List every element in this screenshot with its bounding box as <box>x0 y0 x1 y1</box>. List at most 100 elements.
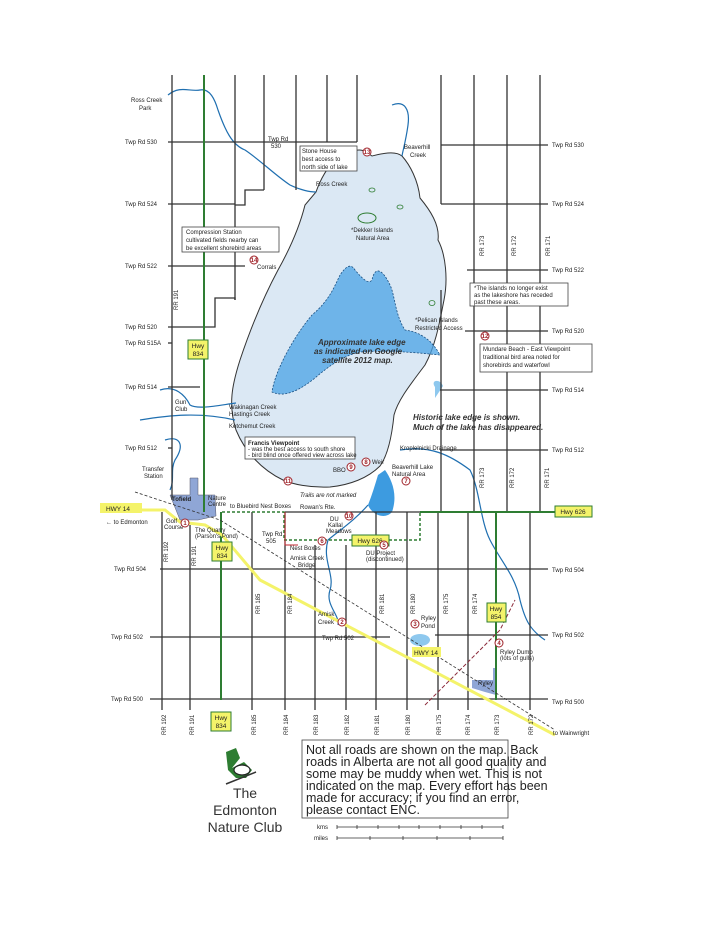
place-label: DU <box>330 517 339 523</box>
place-label: Course <box>164 525 184 531</box>
amisk-creek <box>325 504 369 626</box>
ketchemut-creek <box>139 414 236 421</box>
road-label: Twp Rd 522 <box>125 264 158 270</box>
place-label: BBO <box>333 468 346 474</box>
road-label: RR 171 <box>545 467 551 488</box>
road-label: RR 185 <box>256 593 262 614</box>
marker-12: 12 <box>480 331 490 341</box>
road-label: RR 191 <box>174 289 180 310</box>
place-label: past these areas. <box>474 300 520 306</box>
road-label: RR 171 <box>546 235 552 256</box>
svg-text:8: 8 <box>364 460 368 466</box>
road-label: RR 184 <box>288 593 294 614</box>
road-label: RR 180 <box>411 593 417 614</box>
road-label: Twp Rd 500 <box>111 697 144 703</box>
dekker-island <box>357 212 377 224</box>
stone-house-box <box>299 145 358 172</box>
place-label: Nature <box>208 496 227 502</box>
beaverhill-creek <box>391 103 410 157</box>
place-label: Hastings Creek <box>229 412 271 418</box>
road-label: RR 172 <box>529 714 535 735</box>
place-label: Corrals <box>257 265 276 271</box>
disclaimer-line: roads in Alberta are not all good qualit… <box>306 755 546 769</box>
road-label: RR 172 <box>512 235 518 256</box>
pond <box>368 470 395 516</box>
road-label: Twp Rd 530 <box>552 143 585 149</box>
marker-3: 3 <box>410 619 420 629</box>
place-label: ← to Edmonton <box>106 520 148 526</box>
place-label: Ryley Dump <box>500 650 533 656</box>
svg-text:12: 12 <box>482 334 489 340</box>
road-label: RR 180 <box>406 714 412 735</box>
hwy-label: Hwy <box>216 545 229 552</box>
place-label: Ryley <box>478 681 493 687</box>
hwy-label: Hwy <box>490 606 503 613</box>
place-label: *The islands no longer exist <box>474 286 548 292</box>
svg-text:13: 13 <box>364 150 371 156</box>
svg-text:9: 9 <box>349 465 353 471</box>
marker-10: 10 <box>344 511 354 521</box>
ryley-pond <box>410 634 430 646</box>
road-label: Twp Rd 514 <box>552 388 585 394</box>
club-name: The <box>233 785 257 801</box>
place-label: Compression Station <box>186 230 242 236</box>
road-label: RR 182 <box>345 714 351 735</box>
marker-4: 4 <box>494 638 504 648</box>
place-label: shorebirds and waterfowl <box>483 363 550 369</box>
svg-text:4: 4 <box>497 641 501 647</box>
disclaimer-text: Not all roads are shown on the map. Back… <box>306 743 548 817</box>
place-label: Natural Area <box>356 236 390 242</box>
road-label: Twp Rd 504 <box>114 567 147 573</box>
svg-text:5: 5 <box>382 543 386 549</box>
road-label: RR 192 <box>164 541 170 562</box>
hwy-label: 834 <box>216 723 227 730</box>
road-label: Twp Rd 502 <box>552 633 585 639</box>
island <box>396 204 404 210</box>
place-labels: Ross Creek Park Twp Rd 530 Stone House b… <box>106 98 589 737</box>
island <box>368 187 376 193</box>
place-label: cultivated fields nearby can <box>186 238 258 244</box>
road-label: Twp Rd 500 <box>552 700 585 706</box>
road-grid <box>150 75 548 710</box>
place-label: Ross Creek <box>316 182 348 188</box>
place-label: 505 <box>266 539 277 545</box>
marker-1: 1 <box>180 518 190 528</box>
hwy-label: Hwy <box>215 715 228 722</box>
place-label: 530 <box>271 144 282 150</box>
road-label: Twp Rd 515A <box>125 341 161 347</box>
club-name: Nature Club <box>208 819 283 835</box>
road-label: RR 174 <box>473 593 479 614</box>
road-label: RR 181 <box>375 714 381 735</box>
road-label: Twp Rd 514 <box>125 385 158 391</box>
range-road-labels-mid: RR 185 RR 184 RR 181 RR 180 RR 175 RR 17… <box>256 593 479 614</box>
place-label: to Wainwright <box>553 731 589 737</box>
club-logo-bird-icon <box>225 748 257 785</box>
road-label: RR 183 <box>314 714 320 735</box>
hwy-626-shield-mid: Hwy 626 <box>351 534 390 547</box>
pipeline <box>424 599 516 706</box>
disclaimer-line: made for accuracy; if you find an error, <box>306 791 519 805</box>
marker-5: 5 <box>379 540 389 550</box>
road-label: RR 173 <box>480 235 486 256</box>
place-label: Wakinagan Creek <box>229 405 277 411</box>
right-road-labels: Twp Rd 530 Twp Rd 524 Twp Rd 522 Twp Rd … <box>552 143 585 706</box>
road-label: Twp Rd 522 <box>552 268 585 274</box>
hwy-14 <box>100 508 556 737</box>
marker-9: 9 <box>346 462 356 472</box>
lake-edge-note: as indicated on Google <box>314 347 403 356</box>
hwy-label: 834 <box>193 351 204 358</box>
scale-kms-label: kms <box>317 825 328 831</box>
place-label: Creek <box>410 153 427 159</box>
place-label: Ketchemut Creek <box>229 424 276 430</box>
svg-text:3: 3 <box>413 622 417 628</box>
svg-text:7: 7 <box>404 479 408 485</box>
road-label: Twp Rd 520 <box>552 329 585 335</box>
place-label: Amisk <box>318 612 335 618</box>
place-label: be excellent shorebird areas <box>186 246 261 252</box>
hwy-label: Hwy 626 <box>560 509 586 516</box>
pelican-island <box>428 300 436 306</box>
place-label: Amisk Creek <box>290 556 325 562</box>
hwy-label: 834 <box>217 553 228 560</box>
